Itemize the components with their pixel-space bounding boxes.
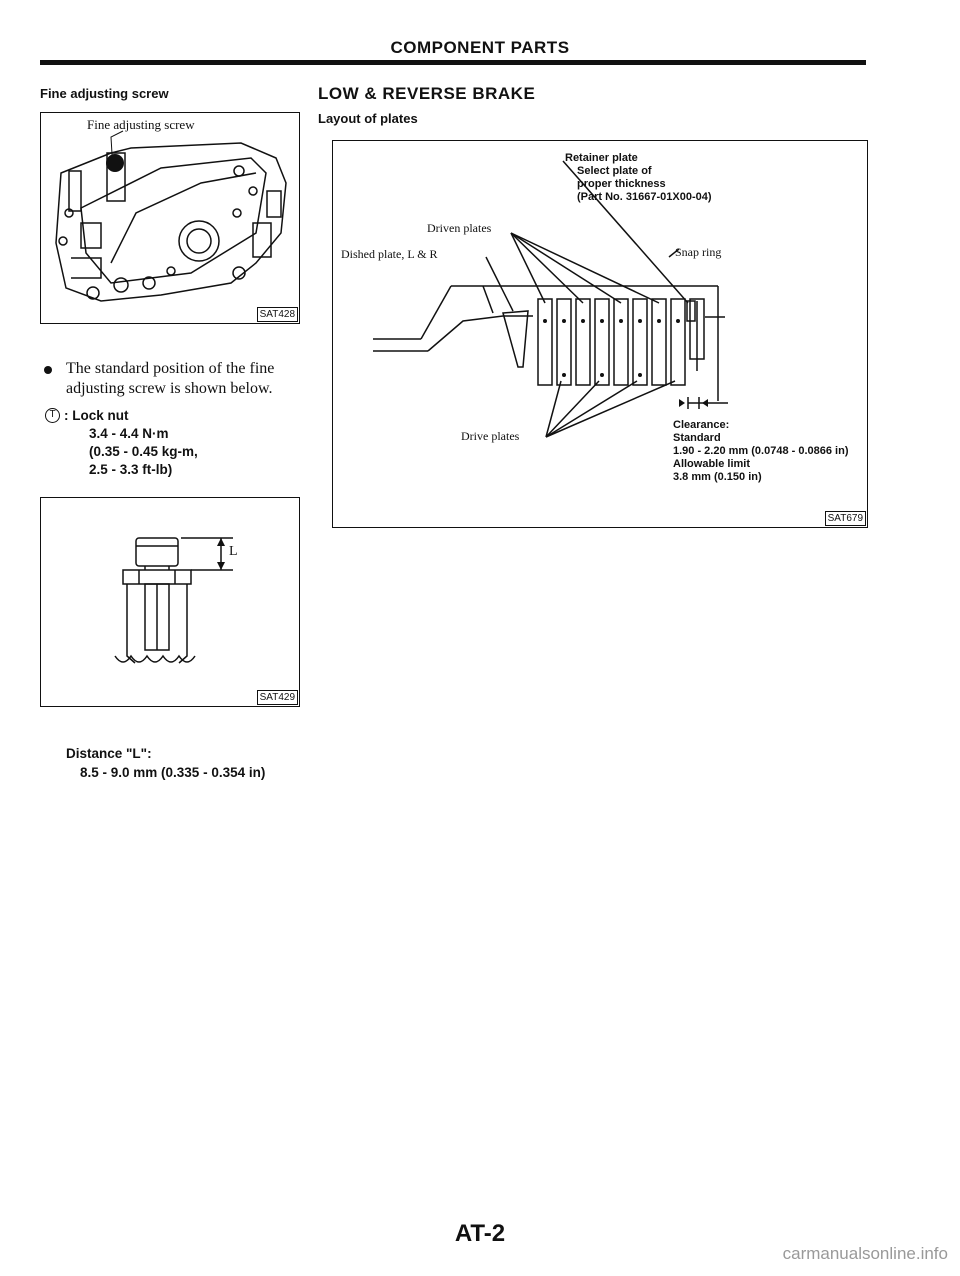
page-header-title: COMPONENT PARTS <box>390 38 570 57</box>
select-plate-label: Select plate of <box>577 165 652 177</box>
figure-brake-plate-layout: Retainer plate Select plate of proper th… <box>332 140 868 528</box>
proper-thickness-label: proper thickness <box>577 178 666 190</box>
brake-plates-illustration <box>373 160 728 438</box>
valve-body-illustration <box>55 130 287 302</box>
distance-label: Distance "L": <box>66 746 152 761</box>
allowable-limit-value: 3.8 mm (0.150 in) <box>673 471 762 483</box>
instruction-text: The standard position of the fine adjust… <box>66 360 275 397</box>
dished-plate-label: Dished plate, L & R <box>341 247 438 261</box>
page-number: AT-2 <box>454 1220 506 1247</box>
section-title-low-reverse-brake: LOW & REVERSE BRAKE <box>318 84 536 103</box>
screw-nut-illustration <box>114 537 233 664</box>
watermark-text: carmanualsonline.info <box>782 1244 948 1263</box>
clearance-label: Clearance: <box>673 419 730 431</box>
fine-adjusting-screw-callout: Fine adjusting screw <box>87 117 195 132</box>
snap-ring-label: Snap ring <box>675 245 722 259</box>
bullet-dot <box>44 366 52 374</box>
clearance-standard-value: 1.90 - 2.20 mm (0.0748 - 0.0866 in) <box>673 445 849 457</box>
torque-value-ftlb: 2.5 - 3.3 ft-lb) <box>89 462 173 477</box>
torque-icon: T <box>45 408 60 423</box>
dimension-l-label: L <box>229 544 238 559</box>
figure-code: SAT428 <box>256 307 298 322</box>
distance-value: 8.5 - 9.0 mm (0.335 - 0.354 in) <box>80 765 266 780</box>
figure-code: SAT429 <box>256 690 298 705</box>
retainer-part-number: (Part No. 31667-01X00-04) <box>577 191 712 203</box>
clearance-standard-label: Standard <box>673 432 721 444</box>
section-title-fine-adjusting-screw: Fine adjusting screw <box>40 86 169 101</box>
allowable-limit-label: Allowable limit <box>673 458 751 470</box>
subtitle-layout-of-plates: Layout of plates <box>318 111 418 126</box>
retainer-plate-label: Retainer plate <box>565 152 638 164</box>
figure-code: SAT679 <box>824 511 866 526</box>
figure-fine-adjusting-screw: Fine adjusting screw SAT428 <box>40 112 300 324</box>
header-rule <box>40 60 866 65</box>
figure-distance-l: L SAT429 <box>40 497 300 707</box>
driven-plates-label: Driven plates <box>427 221 492 235</box>
torque-value-kgm: (0.35 - 0.45 kg-m, <box>89 444 198 459</box>
drive-plates-label: Drive plates <box>461 429 520 443</box>
torque-value-nm: 3.4 - 4.4 N·m <box>89 426 169 441</box>
torque-label: : Lock nut <box>64 408 129 423</box>
